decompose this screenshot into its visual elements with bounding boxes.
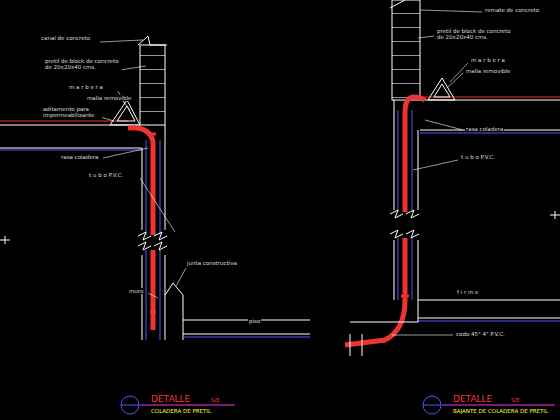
part-label: rasa coladera (60, 154, 99, 160)
part-label: remate de concreto (484, 7, 540, 13)
part-label: canal de concreto (40, 35, 91, 41)
part-label: muro (128, 288, 144, 294)
part-label: junta constructiva (186, 260, 238, 266)
part-label: f i r m e (456, 289, 479, 295)
part-label: pretil de block de concreto de 20x20x40 … (44, 58, 122, 71)
part-label: m a r b e r a (470, 57, 506, 63)
part-label: malla removible (465, 68, 511, 74)
part-label: rasa coladera (465, 126, 504, 132)
detail-title: DETALLE (150, 394, 191, 404)
part-label: t u b o P.V.C. (460, 154, 496, 160)
detail-subtitle: BAJANTE DE COLADERA DE PRETIL (452, 408, 549, 414)
scale-label: S/E (510, 397, 521, 403)
scale-label: S/E (210, 397, 221, 403)
part-label: codo 45° 4" P.V.C. (455, 331, 506, 337)
part-label: piso (248, 318, 261, 324)
detail-subtitle: COLADERA DE PRETIL (150, 408, 212, 414)
part-label: t u b o P.V.C. (88, 172, 124, 178)
part-label: malla removible (86, 95, 132, 101)
part-label: pretil de block de concreto de 20x20x40 … (436, 28, 514, 41)
part-label: m a r b e r a (68, 84, 104, 90)
detail-title: DETALLE (452, 394, 493, 404)
part-label: aditamento para impermeabilizante (42, 106, 102, 119)
